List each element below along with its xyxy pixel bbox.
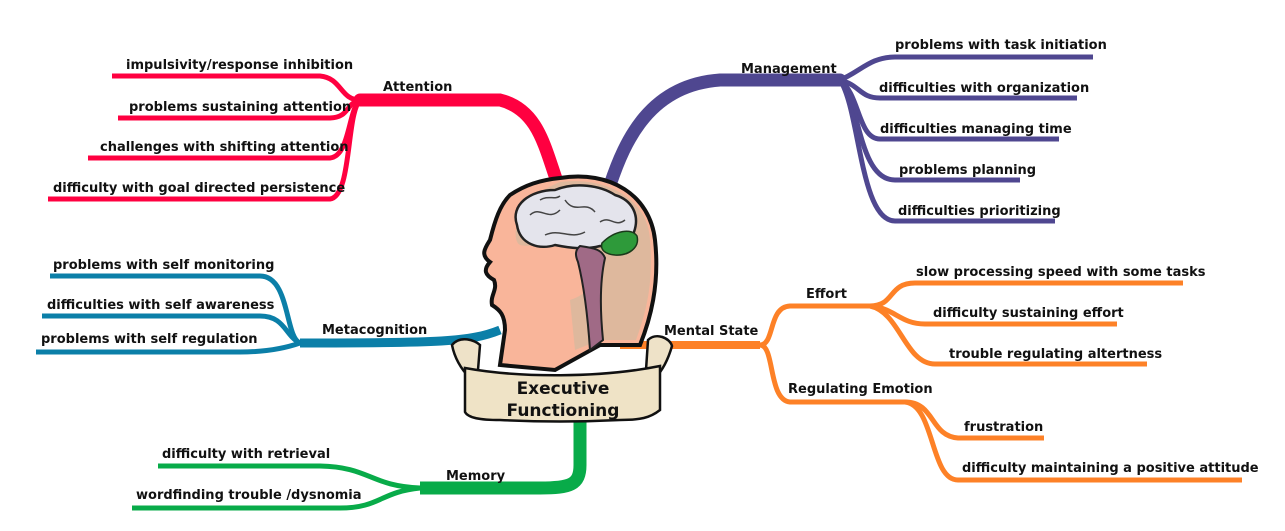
central-title-line2: Functioning: [507, 401, 620, 421]
leaf-management-1[interactable]: problems with task initiation: [895, 38, 1107, 53]
leaf-metacognition-2[interactable]: difficulties with self awareness: [47, 298, 275, 313]
branch-label-attention[interactable]: Attention: [383, 80, 452, 95]
brain-stem-icon: [574, 244, 607, 352]
leaf-effort-3[interactable]: trouble regulating altertness: [949, 347, 1162, 362]
central-title-line1: Executive: [517, 379, 610, 399]
branch-label-regulating-emotion[interactable]: Regulating Emotion: [788, 382, 933, 397]
banner-body: [463, 364, 662, 423]
leaf-management-5[interactable]: difficulties prioritizing: [898, 204, 1061, 219]
branch-label-effort[interactable]: Effort: [806, 287, 847, 302]
metacognition-connector: [36, 340, 301, 355]
brain-folds: [529, 195, 626, 236]
management-trunk: [603, 73, 847, 192]
leaf-attention-4[interactable]: difficulty with goal directed persistenc…: [53, 181, 345, 196]
attention-connector: [112, 73, 361, 103]
branch-label-metacognition[interactable]: Metacognition: [322, 323, 427, 338]
leaf-effort-2[interactable]: difficulty sustaining effort: [933, 306, 1124, 321]
management-connector: [837, 78, 1055, 224]
effort-connector: [869, 303, 1147, 367]
branch-management: Management problems with task initiation…: [603, 38, 1107, 224]
attention-connector: [48, 98, 363, 202]
leaf-management-4[interactable]: problems planning: [899, 163, 1036, 178]
leaf-memory-2[interactable]: wordfinding trouble /dysnomia: [136, 488, 362, 503]
leaf-emotion-1[interactable]: frustration: [964, 420, 1043, 435]
mental-state-connector: [759, 342, 905, 405]
leaf-attention-1[interactable]: impulsivity/response inhibition: [126, 58, 353, 73]
leaf-attention-2[interactable]: problems sustaining attention: [129, 100, 351, 115]
metacognition-trunk: [299, 325, 502, 348]
leaf-memory-1[interactable]: difficulty with retrieval: [162, 447, 330, 462]
management-connector: [839, 54, 1093, 83]
memory-connector: [132, 485, 421, 511]
emotion-connector: [904, 399, 1242, 483]
mental-state-connector: [759, 303, 870, 348]
metacognition-connector: [42, 313, 302, 346]
branch-attention: Attention impulsivity/response inhibitio…: [48, 58, 567, 202]
title-banner[interactable]: Executive Functioning: [450, 335, 674, 423]
branch-memory: Memory difficulty with retrieval wordfin…: [132, 420, 587, 511]
leaf-emotion-2[interactable]: difficulty maintaining a positive attitu…: [962, 461, 1259, 476]
branch-label-management[interactable]: Management: [741, 62, 837, 77]
leaf-management-3[interactable]: difficulties managing time: [880, 122, 1072, 137]
brain-icon: [514, 184, 638, 250]
leaf-attention-3[interactable]: challenges with shifting attention: [100, 140, 349, 155]
cerebellum-icon: [600, 230, 639, 256]
effort-connector: [869, 280, 1183, 309]
head-brain-icon[interactable]: [482, 174, 659, 373]
memory-connector: [158, 463, 421, 491]
branch-metacognition: Metacognition problems with self monitor…: [36, 258, 502, 355]
leaf-metacognition-3[interactable]: problems with self regulation: [41, 332, 258, 347]
branch-label-mental-state[interactable]: Mental State: [664, 324, 759, 339]
branch-mental-state: Mental State Effort Regulating Emotion s…: [620, 265, 1259, 483]
leaf-effort-1[interactable]: slow processing speed with some tasks: [916, 265, 1206, 280]
attention-trunk: [353, 93, 567, 197]
branch-label-memory[interactable]: Memory: [446, 469, 506, 484]
memory-trunk: [420, 420, 587, 495]
leaf-management-2[interactable]: difficulties with organization: [879, 81, 1089, 96]
leaf-metacognition-1[interactable]: problems with self monitoring: [53, 258, 274, 273]
